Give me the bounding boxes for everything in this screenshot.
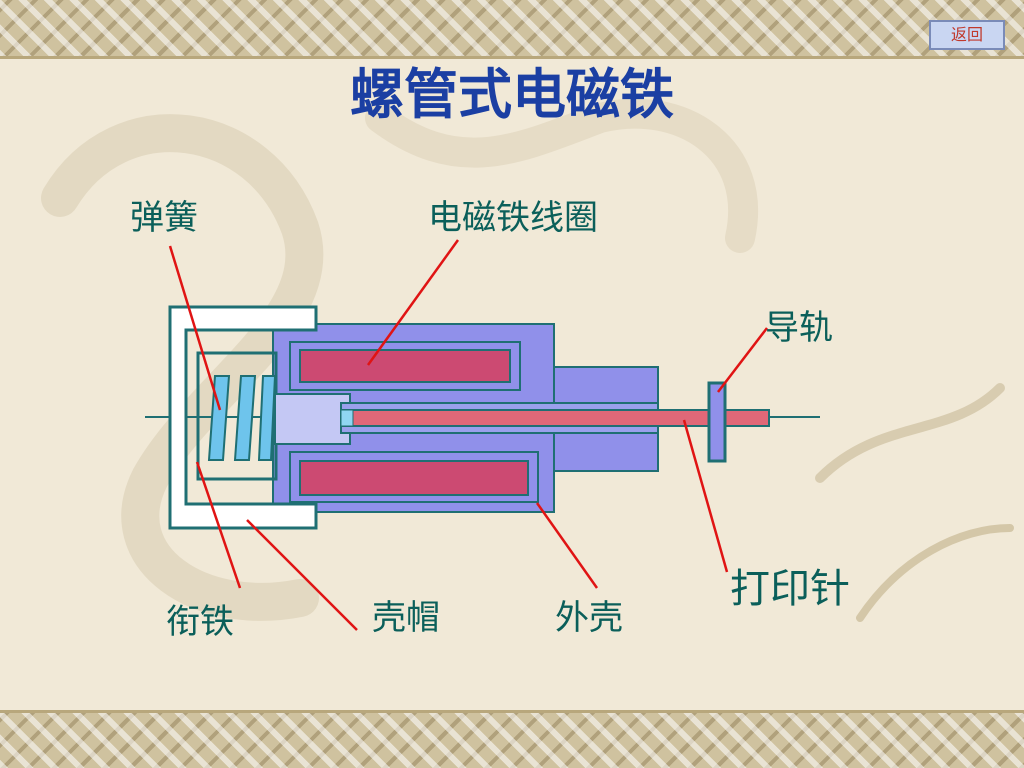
coil-frame-lower: [289, 451, 539, 503]
coil-winding-lower: [299, 460, 529, 496]
label-housing: 外壳: [555, 598, 623, 638]
cap-inner-gap: [175, 315, 275, 519]
back-button[interactable]: 返回: [929, 20, 1005, 50]
armature-plunger: [274, 393, 351, 445]
label-print-needle: 打印针: [730, 566, 850, 612]
spring-coil-1: [207, 375, 231, 461]
label-coil: 电磁铁线圈: [428, 198, 598, 238]
leader-line-armature: [195, 461, 242, 589]
leader-line-coil: [366, 239, 460, 366]
top-border-edge: [0, 56, 1024, 59]
spring-coil-3: [257, 375, 277, 461]
guide-rail: [707, 381, 727, 463]
coil-frame-upper: [289, 341, 521, 391]
background-watermark: [41, 98, 1014, 622]
leader-line-spring: [168, 245, 222, 411]
label-armature: 衔铁: [166, 602, 234, 642]
needle-head: [340, 409, 354, 427]
spring-coil-2: [233, 375, 257, 461]
top-decorative-border: [0, 0, 1024, 58]
leader-line-housing: [535, 502, 599, 589]
leader-line-cap: [246, 519, 358, 631]
leader-line-guide-rail: [717, 327, 768, 393]
print-needle: [340, 409, 770, 427]
label-cap: 壳帽: [372, 598, 440, 638]
page-title: 螺管式电磁铁: [350, 63, 674, 126]
bottom-decorative-border: [0, 710, 1024, 768]
bottom-border-edge: [0, 710, 1024, 713]
label-spring: 弹簧: [130, 198, 198, 238]
leader-line-print-needle: [682, 419, 729, 573]
leader-lines: [168, 239, 768, 631]
coil-winding-upper: [299, 349, 511, 383]
cap-bracket: [168, 305, 318, 530]
label-guide-rail: 导轨: [765, 308, 833, 348]
